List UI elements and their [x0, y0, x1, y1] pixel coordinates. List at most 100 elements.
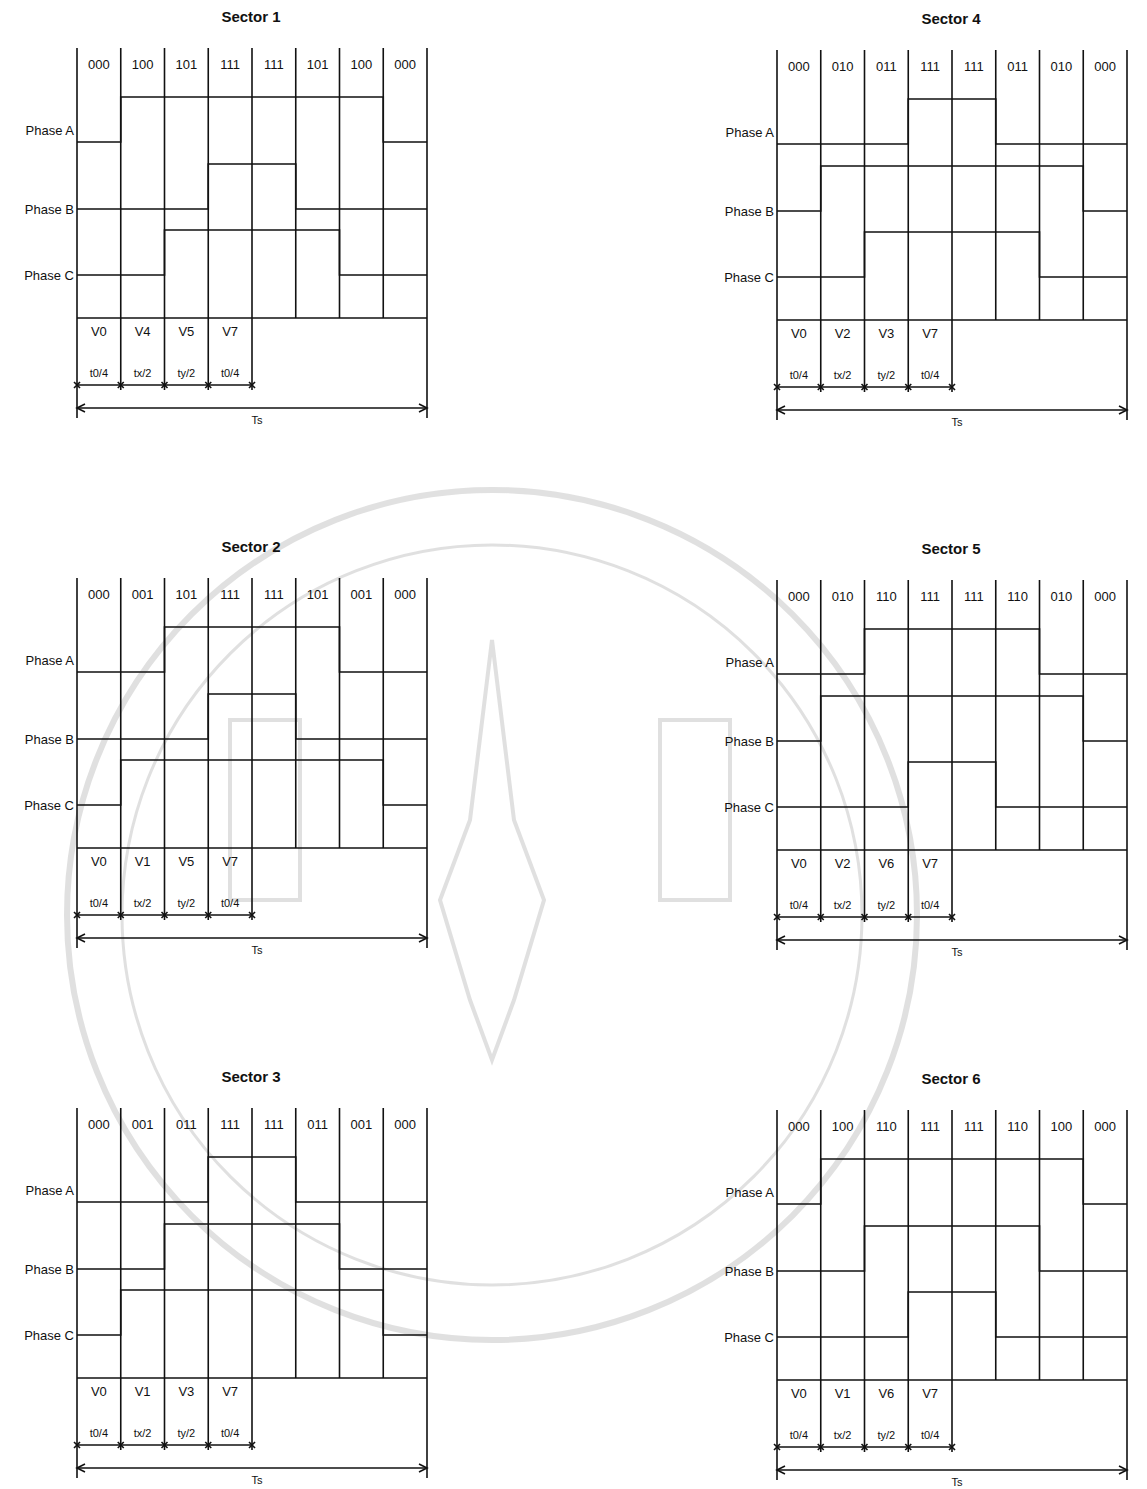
- sector-title: Sector 4: [921, 11, 980, 26]
- timing-label: t0/4: [790, 1430, 808, 1441]
- vector-label: V2: [835, 327, 851, 340]
- switch-state: 010: [832, 60, 854, 73]
- column-line: [864, 1110, 866, 1452]
- period-arrow: [77, 407, 427, 409]
- column-line: [776, 580, 778, 950]
- switch-state: 100: [832, 1120, 854, 1133]
- timing-marker: [818, 1444, 824, 1450]
- timing-marker: [949, 914, 955, 920]
- column-line: [382, 578, 384, 848]
- phase-waveform: [77, 97, 427, 142]
- switch-state: 110: [1007, 1120, 1028, 1133]
- column-line: [251, 578, 253, 920]
- column-line: [951, 50, 953, 392]
- timing-marker: [774, 914, 780, 920]
- switch-state: 111: [920, 590, 940, 603]
- column-line: [907, 580, 909, 922]
- timing-marker: [118, 1442, 124, 1448]
- timing-label: ty/2: [878, 370, 896, 381]
- column-line: [776, 1110, 778, 1480]
- arrow-head: [419, 934, 427, 942]
- timing-marker: [905, 1444, 911, 1450]
- timing-label: t0/4: [221, 368, 239, 379]
- column-line: [1039, 50, 1041, 320]
- timing-marker: [74, 382, 80, 388]
- vector-label: V3: [878, 327, 894, 340]
- arrow-head: [777, 1466, 785, 1474]
- sector-title: Sector 2: [221, 539, 280, 554]
- switch-state: 111: [220, 1118, 240, 1131]
- timing-marker: [818, 384, 824, 390]
- timing-marker: [249, 382, 255, 388]
- vector-label: V7: [222, 325, 238, 338]
- timing-marker: [205, 912, 211, 918]
- arrow-head: [77, 404, 85, 412]
- vector-label: V0: [791, 857, 807, 870]
- timing-marker: [949, 384, 955, 390]
- column-line: [295, 1108, 297, 1378]
- phase-label: Phase C: [724, 1331, 774, 1344]
- timing-marker: [249, 912, 255, 918]
- timing-label: ty/2: [878, 1430, 896, 1441]
- timing-marker: [205, 912, 211, 918]
- vector-label: V7: [922, 327, 938, 340]
- vector-label: V1: [835, 1387, 851, 1400]
- timing-marker: [162, 912, 168, 918]
- seal-spire: [440, 640, 544, 1060]
- phase-waveform: [77, 1290, 427, 1335]
- vector-label: V0: [791, 1387, 807, 1400]
- phase-waveform: [77, 230, 427, 275]
- phase-waveform: [77, 1224, 427, 1269]
- phase-waveform: [77, 1157, 427, 1202]
- timing-marker: [118, 912, 124, 918]
- column-line: [339, 48, 341, 318]
- switch-state: 000: [88, 1118, 110, 1131]
- vector-label: V2: [835, 857, 851, 870]
- phase-waveform: [777, 696, 1127, 741]
- phase-label: Phase B: [725, 735, 774, 748]
- vector-row-line: [77, 1377, 427, 1379]
- phase-label: Phase C: [24, 799, 74, 812]
- period-label: Ts: [252, 1475, 263, 1486]
- timing-marker: [205, 382, 211, 388]
- timing-marker: [74, 1442, 80, 1448]
- column-line: [995, 1110, 997, 1380]
- timing-marker: [162, 1442, 168, 1448]
- timing-marker: [74, 912, 80, 918]
- timing-label: tx/2: [134, 1428, 152, 1439]
- column-line: [120, 1108, 122, 1450]
- column-line: [820, 50, 822, 392]
- timing-marker: [905, 914, 911, 920]
- column-line: [164, 1108, 166, 1450]
- switch-state: 010: [832, 590, 854, 603]
- timing-marker: [249, 912, 255, 918]
- column-line: [951, 580, 953, 922]
- switch-state: 000: [88, 588, 110, 601]
- column-line: [251, 1108, 253, 1450]
- column-line: [76, 1108, 78, 1478]
- switch-state: 000: [394, 58, 416, 71]
- period-label: Ts: [952, 1477, 963, 1488]
- timing-marker: [818, 914, 824, 920]
- phase-waveform: [777, 1226, 1127, 1271]
- switch-state: 010: [1051, 60, 1073, 73]
- timing-marker: [905, 384, 911, 390]
- switch-state: 111: [264, 588, 284, 601]
- phase-label: Phase A: [26, 654, 74, 667]
- period-label: Ts: [952, 417, 963, 428]
- phase-label: Phase A: [26, 124, 74, 137]
- timing-marker: [249, 1442, 255, 1448]
- phase-waveform: [777, 629, 1127, 674]
- column-line: [995, 50, 997, 320]
- timing-label: ty/2: [178, 898, 196, 909]
- phase-waveform: [77, 760, 427, 805]
- switch-state: 100: [351, 58, 373, 71]
- phase-label: Phase B: [25, 733, 74, 746]
- timing-label: t0/4: [90, 1428, 108, 1439]
- phase-waveform: [777, 99, 1127, 144]
- sector-title: Sector 6: [921, 1071, 980, 1086]
- phase-label: Phase C: [724, 271, 774, 284]
- vector-label: V1: [135, 855, 151, 868]
- column-line: [382, 48, 384, 318]
- phase-label: Phase A: [726, 1186, 774, 1199]
